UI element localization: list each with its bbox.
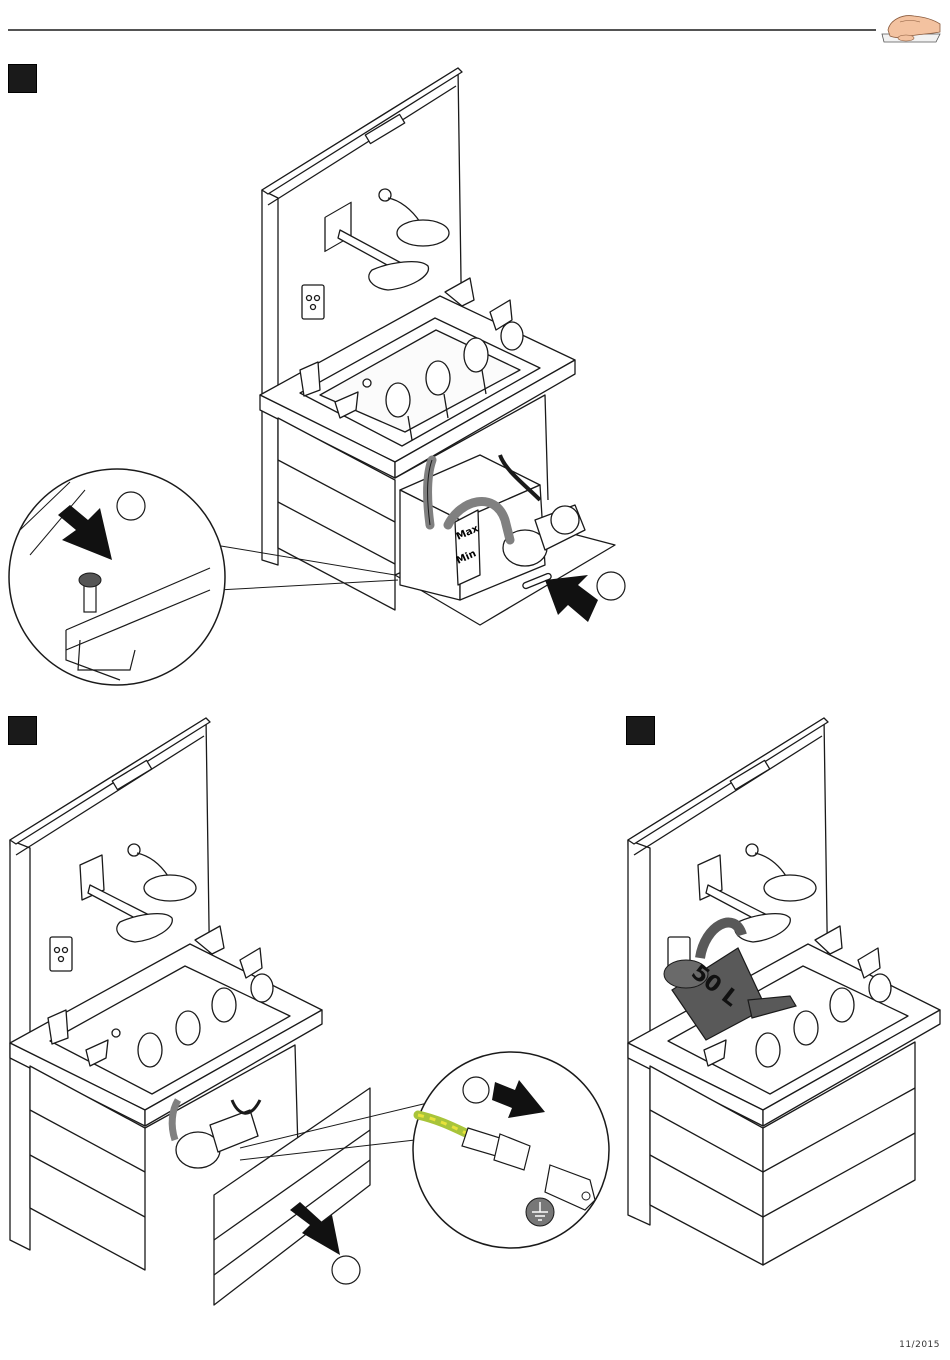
hand-press-icon [882, 16, 940, 42]
drawer-number-marker [332, 1256, 360, 1284]
step-3-illustration: 50 L [620, 710, 945, 1270]
callout-number-marker [463, 1077, 489, 1103]
header [0, 0, 950, 50]
step-1-detail-callout [9, 469, 225, 685]
page-date: 11/2015 [899, 1340, 940, 1350]
earth-ground-icon [526, 1198, 554, 1226]
step-1-illustration: Max Min [0, 55, 640, 695]
drawer-number-marker [597, 572, 625, 600]
drawer-push-arrow-icon [545, 575, 598, 622]
step-2-detail-callout [413, 1052, 609, 1248]
step-2-illustration [0, 710, 620, 1325]
callout-number-marker [117, 492, 145, 520]
mixer-panel [302, 285, 324, 319]
